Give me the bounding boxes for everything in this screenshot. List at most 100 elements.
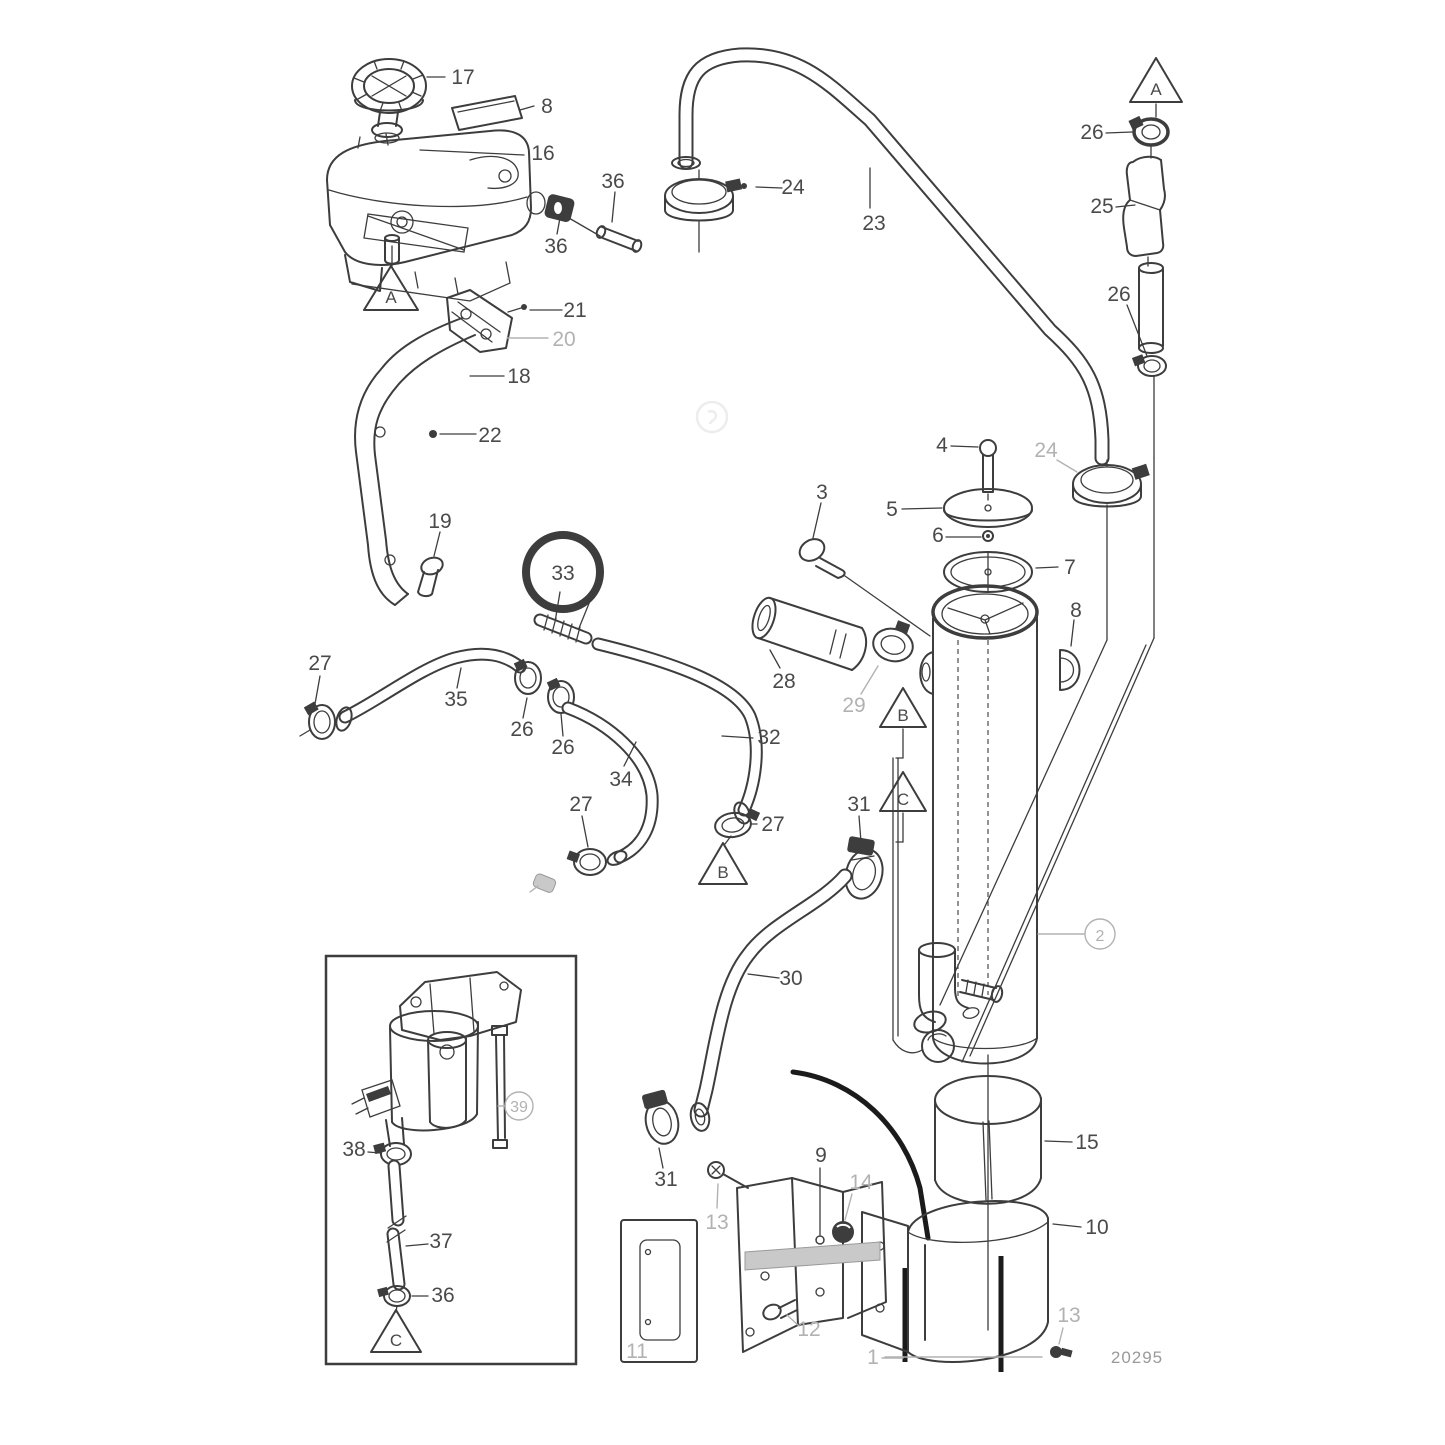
callout-37: 37 xyxy=(429,1230,452,1253)
part-bolt-4 xyxy=(979,439,997,493)
callout-19: 19 xyxy=(428,510,451,533)
assembly-lines-left-of-hx xyxy=(892,757,923,1054)
part-hose-28 xyxy=(751,596,868,671)
callout-31a: 31 xyxy=(847,793,870,816)
callout-8a: 8 xyxy=(541,95,553,118)
callout-6: 6 xyxy=(932,524,944,547)
callout-labels: 17 8 16 36 36 21 20 18 22 19 23 24 26 25… xyxy=(308,66,1163,1369)
callout-10: 10 xyxy=(1085,1216,1108,1239)
part-clamp-27-mid xyxy=(566,848,607,876)
callout-27a: 27 xyxy=(308,652,331,675)
inset-box xyxy=(324,954,578,1366)
part-bolt-19 xyxy=(417,556,444,598)
part-clamp-29 xyxy=(872,620,914,663)
callout-13c: 13 xyxy=(1057,1304,1080,1327)
part-pump-assembly-39 xyxy=(351,971,522,1149)
part-nipple-installed xyxy=(544,194,575,222)
marker-b-hx-letter: B xyxy=(897,706,908,725)
callout-3: 3 xyxy=(816,481,828,504)
callout-33: 33 xyxy=(551,562,574,585)
part-bolt-3 xyxy=(798,538,931,637)
callout-24b: 24 xyxy=(1034,439,1058,462)
callout-9: 9 xyxy=(815,1144,827,1167)
callout-1: 1 xyxy=(867,1346,879,1369)
part-hose-25 xyxy=(1122,155,1166,267)
callout-20: 20 xyxy=(552,328,575,351)
part-clamp-27-right xyxy=(714,808,761,839)
part-shell-10 xyxy=(861,1200,1049,1363)
part-expansion-tank xyxy=(326,129,643,302)
part-hose-34 xyxy=(561,701,659,866)
marker-c-inset-letter: C xyxy=(390,1331,402,1350)
callout-4: 4 xyxy=(936,434,948,457)
part-tube-25 xyxy=(1138,262,1164,354)
part-bracket-plate-20 xyxy=(446,289,527,353)
part-plate-11 xyxy=(620,1219,698,1363)
part-clamp-26-lower xyxy=(1131,354,1167,459)
part-clamp-24-right xyxy=(1072,459,1150,508)
callout-26a: 26 xyxy=(510,718,533,741)
part-bolt-12 xyxy=(762,1299,798,1321)
part-nut-6 xyxy=(982,530,994,542)
marker-a-tank: A xyxy=(363,245,419,311)
part-nut-14 xyxy=(832,1221,854,1243)
callout-26c: 26 xyxy=(1080,121,1103,144)
callout-31b: 31 xyxy=(654,1168,677,1191)
marker-b-mid-letter: B xyxy=(717,863,728,882)
callout-36b: 36 xyxy=(544,235,567,258)
callout-5: 5 xyxy=(886,498,898,521)
callout-8b: 8 xyxy=(1070,599,1082,622)
marker-a-top-letter: A xyxy=(1150,80,1162,99)
part-clamp-27-left xyxy=(299,701,336,740)
part-heat-exchanger-2 xyxy=(919,584,1039,1065)
part-plug-small xyxy=(529,873,557,893)
part-bracket-18 xyxy=(354,317,476,606)
leader-lines xyxy=(314,76,1148,1359)
callout-24a: 24 xyxy=(781,176,805,199)
callout-28: 28 xyxy=(772,670,795,693)
callout-26b: 26 xyxy=(551,736,574,759)
part-bolt-9-head xyxy=(815,1235,825,1245)
circled-ref-39: 39 xyxy=(497,1091,534,1121)
part-hose-23 xyxy=(671,47,1110,466)
callout-27b: 27 xyxy=(569,793,592,816)
drawing-number: 20295 xyxy=(1111,1348,1163,1367)
callout-11: 11 xyxy=(626,1340,648,1363)
part-clamp-26-upper xyxy=(1128,115,1170,159)
callout-32: 32 xyxy=(757,726,780,749)
circled-ref-2: 2 xyxy=(1037,918,1116,950)
part-nipple-loose xyxy=(595,225,643,253)
circled-ref-39-text: 39 xyxy=(510,1099,528,1116)
part-strap-band xyxy=(790,1069,1004,1372)
callout-13a: 13 xyxy=(705,1211,728,1234)
part-hose-30 xyxy=(689,868,853,1132)
callout-14: 14 xyxy=(849,1171,873,1194)
part-clamp-36-inset xyxy=(377,1285,411,1307)
callout-15: 15 xyxy=(1075,1131,1098,1154)
marker-b-hx: B xyxy=(879,687,927,759)
callout-36c: 36 xyxy=(431,1284,454,1307)
callout-22: 22 xyxy=(478,424,501,447)
marker-c-hx-letter: C xyxy=(897,790,909,809)
part-pressure-cap xyxy=(351,58,427,144)
callout-12: 12 xyxy=(797,1318,820,1341)
callout-30: 30 xyxy=(779,967,802,990)
callout-18: 18 xyxy=(507,365,530,388)
part-elbow-fitting xyxy=(913,942,1004,1063)
callout-36a: 36 xyxy=(601,170,624,193)
callout-23: 23 xyxy=(862,212,885,235)
part-insulation-15 xyxy=(934,1075,1042,1205)
part-hose-35 xyxy=(335,647,527,732)
part-clamp-26-b xyxy=(546,677,575,714)
marker-c-inset: C xyxy=(370,1305,422,1353)
callout-35: 35 xyxy=(444,688,467,711)
circled-ref-2-text: 2 xyxy=(1096,928,1105,945)
callout-21: 21 xyxy=(563,299,586,322)
callout-25: 25 xyxy=(1090,195,1113,218)
watermark-circle xyxy=(695,400,729,434)
part-cover-5 xyxy=(943,488,1033,528)
callout-34: 34 xyxy=(609,768,633,791)
part-hose-32 xyxy=(591,637,763,825)
